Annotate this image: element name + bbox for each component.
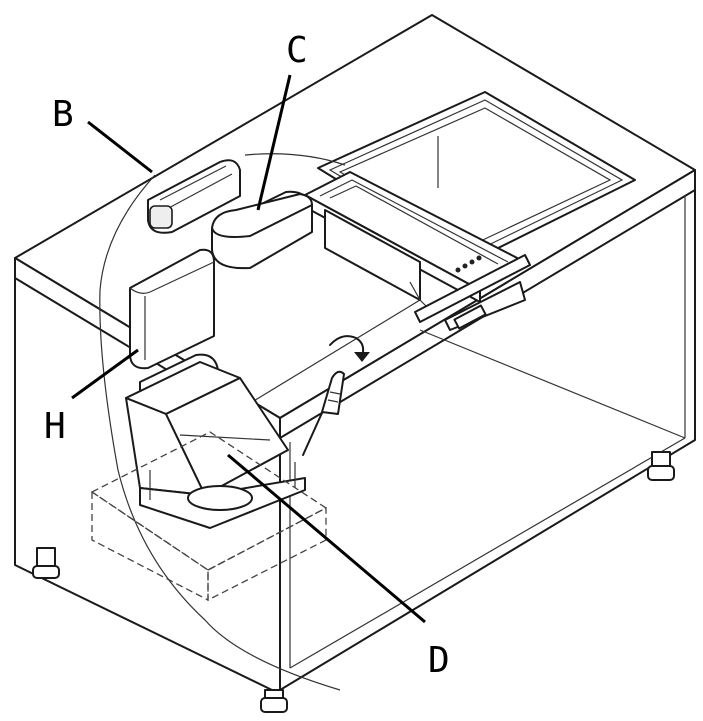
left-side-panel xyxy=(14,277,273,691)
leg-front-left xyxy=(32,547,60,579)
leader-B xyxy=(87,120,153,174)
leader-D xyxy=(227,453,426,624)
label-D: D xyxy=(428,640,450,681)
leg-front xyxy=(260,689,288,713)
rotate-arrow-icon xyxy=(329,335,370,362)
fan-base xyxy=(139,462,306,529)
leader-C xyxy=(256,74,292,211)
label-H: H xyxy=(44,406,66,447)
leader-H xyxy=(71,348,139,400)
screwdriver-icon xyxy=(302,370,345,456)
legs xyxy=(32,451,675,713)
duct-connector xyxy=(147,159,241,234)
duct-H xyxy=(129,248,215,370)
cutout-contour xyxy=(99,174,341,691)
duct-D xyxy=(125,353,289,496)
leg-right xyxy=(647,451,675,481)
downdraft-unit xyxy=(304,171,531,331)
label-C: C xyxy=(286,30,308,71)
duct-C xyxy=(211,190,313,270)
duct-D-front xyxy=(165,377,289,496)
support-rail xyxy=(414,254,531,323)
right-side-panel xyxy=(279,189,696,691)
label-B: B xyxy=(52,94,74,135)
